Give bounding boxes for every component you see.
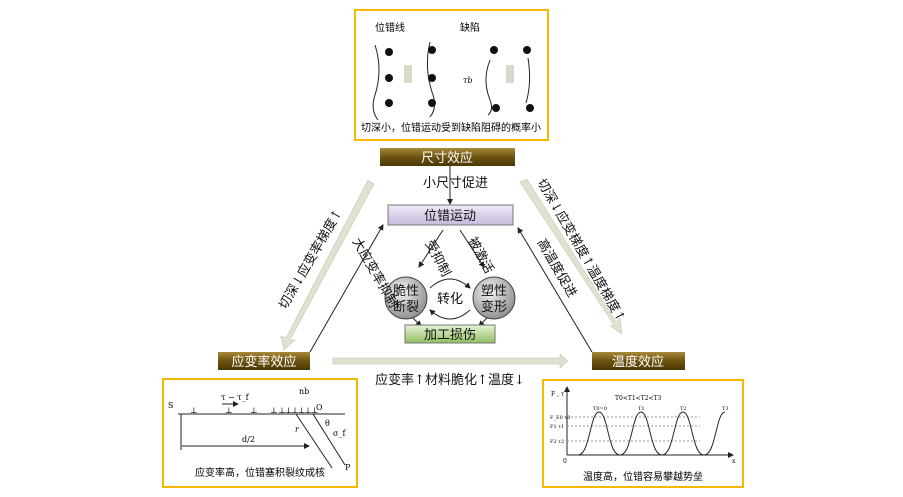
dislocation-motion-label: 位错运动 — [424, 209, 476, 224]
right-caption: 温度高，位错容易攀越势垒 — [583, 470, 703, 483]
t2-label: T2 — [680, 406, 687, 412]
small-size-label: 小尺寸促进 — [423, 176, 488, 191]
dislocation-line-label: 位错线 — [375, 21, 405, 34]
x-axis-label: x — [732, 458, 736, 465]
temperature-effect-node: 温度效应 — [592, 352, 685, 370]
p-label: P — [345, 463, 351, 472]
strain-rate-effect-label: 应变率效应 — [231, 354, 296, 370]
suppressed-label: 受抑制 — [421, 238, 453, 279]
y1-label: F_E0 τ0 — [550, 415, 570, 421]
legend-label: T0<T1<T2<T3 — [615, 395, 662, 402]
y2-label: F1 τ1 — [550, 424, 564, 430]
y3-label: F2 τ2 — [550, 439, 564, 445]
top-caption: 切深小，位错运动受到缺陷阻碍的概率小 — [361, 121, 541, 134]
left-caption: 应变率高，位错塞积裂纹成核 — [195, 466, 325, 479]
top-panel: 位错线 缺陷 τb 切深小，位错运动受到缺陷阻碍的概率小 — [354, 9, 549, 141]
dislocation-motion-node: 位错运动 — [387, 204, 514, 226]
right-panel: F , τ x 0 T0<T1<T2<T3 F_E0 τ0 F1 τ1 F2 τ… — [542, 379, 744, 488]
o-label: O — [316, 403, 323, 412]
sigma-label: σ_f — [333, 429, 346, 438]
d2-label: d/2 — [242, 435, 255, 444]
svg-text:⊥: ⊥ — [190, 406, 198, 415]
plastic-label-2: 变形 — [481, 299, 507, 315]
t1-label: T1 — [638, 406, 645, 412]
nb-label: nb — [299, 387, 309, 396]
tau-label: τ − τ_f — [221, 393, 250, 402]
origin-label: 0 — [563, 458, 567, 465]
brittle-label-2: 断裂 — [393, 300, 419, 315]
activated-label: 被激活 — [464, 235, 496, 276]
brittle-fracture-node: 脆性 断裂 — [384, 276, 428, 320]
r-label: r — [295, 425, 300, 434]
transform-label: 转化 — [437, 292, 463, 307]
s-label: S — [168, 401, 173, 410]
svg-text:⊥: ⊥ — [250, 406, 258, 415]
bottom-label: 应变率↑材料脆化↑温度↓ — [375, 372, 525, 388]
y-axis-label: F , τ — [551, 391, 565, 398]
t3-label: T3 — [722, 406, 729, 412]
theta-label: θ — [325, 419, 330, 428]
band-arrows — [280, 178, 623, 369]
tau-b-label: τb — [463, 76, 473, 85]
size-effect-label: 尺寸效应 — [421, 150, 473, 166]
defect-label: 缺陷 — [460, 21, 480, 34]
left-panel: τ − τ_f nb S O ⊥⊥⊥ ⊥ ⊥⊥⊥⊥⊥⊥ d/2 r θ σ_f … — [162, 378, 358, 488]
plastic-deformation-node: 塑性 变形 — [472, 276, 516, 320]
machining-damage-node: 加工损伤 — [404, 324, 496, 344]
svg-text:⊥: ⊥ — [225, 406, 233, 415]
svg-text:⊥ ⊥⊥⊥⊥⊥⊥: ⊥ ⊥⊥⊥⊥⊥⊥ — [270, 406, 318, 415]
left-inner-label: 大应变率抑制 — [349, 235, 402, 311]
t0-label: T0=0 — [593, 406, 607, 412]
plastic-label-1: 塑性 — [481, 284, 507, 299]
brittle-label-1: 脆性 — [393, 283, 419, 299]
size-effect-node: 尺寸效应 — [380, 148, 515, 166]
temperature-effect-label: 温度效应 — [612, 354, 664, 370]
strain-rate-effect-node: 应变率效应 — [218, 352, 310, 370]
damage-label: 加工损伤 — [424, 328, 476, 343]
